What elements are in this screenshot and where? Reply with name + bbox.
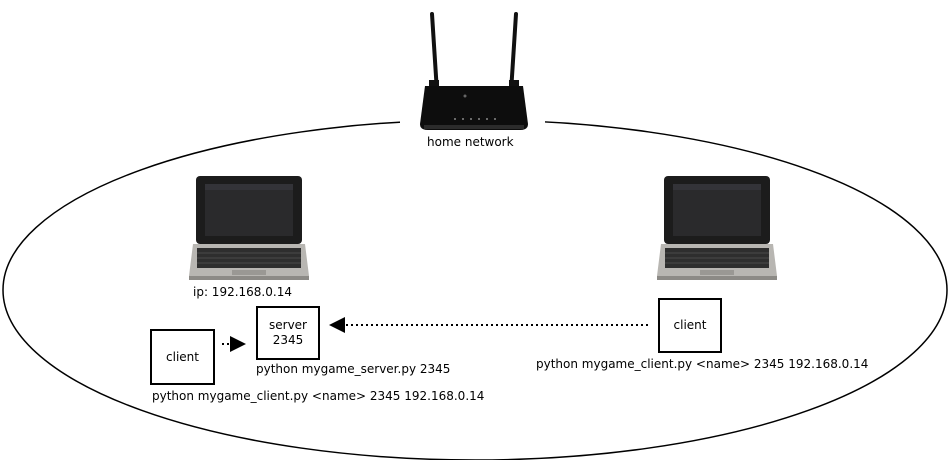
local-client-box: client [150,329,215,385]
remote-client-label: client [673,318,707,332]
client-laptop-icon [657,176,777,280]
remote-client-command: python mygame_client.py <name> 2345 192.… [536,357,869,371]
local-client-command: python mygame_client.py <name> 2345 192.… [152,389,485,403]
network-boundary-ellipse [2,119,948,460]
server-box: server 2345 [256,306,320,360]
local-client-label: client [166,349,199,364]
remote-client-box: client [658,298,722,353]
server-laptop-icon [189,176,309,280]
router-label: home network [427,135,514,149]
server-box-port: 2345 [272,333,304,347]
server-command: python mygame_server.py 2345 [256,362,451,376]
server-box-title: server [269,318,307,332]
server-ip-label: ip: 192.168.0.14 [193,285,292,299]
router-icon [420,12,528,130]
